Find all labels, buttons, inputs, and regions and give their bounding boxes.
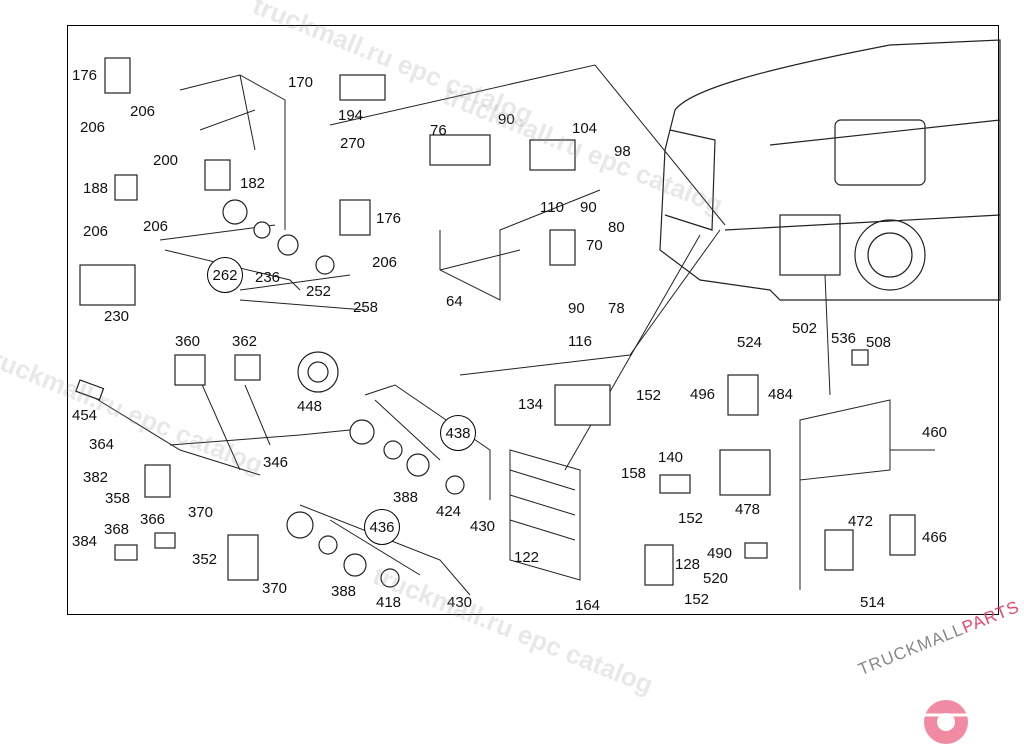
part-number-label: 164 [575,597,601,614]
part-shapes [75,57,916,588]
part-number-label: 388 [331,583,357,600]
part-number-label: 484 [768,386,794,403]
part-number-label: 76 [430,122,447,139]
part-number-label: 370 [262,580,288,597]
part-number-label: 430 [447,594,473,611]
part-number-label: 206 [80,119,106,136]
part-number-label: 176 [72,67,98,84]
part-number-label: 472 [848,513,874,530]
part-number-label: 520 [703,570,729,587]
part-number-label: 170 [288,74,314,91]
part-number-label: 496 [690,386,716,403]
part-number-label: 140 [658,449,684,466]
part-number-label: 366 [140,511,166,528]
truckmall-parts-logo: TRUCKMALLPARTS [856,597,1022,750]
part-number-label: 90 [568,300,585,317]
part-number-label: 508 [866,334,892,351]
connection-lines [89,64,935,596]
circled-part-number: 438 [440,415,476,451]
part-number-label: 358 [105,490,131,507]
part-number-label: 188 [83,180,109,197]
part-number-label: 388 [393,489,419,506]
part-number-label: 370 [188,504,214,521]
part-number-label: 236 [255,269,281,286]
part-number-label: 104 [572,120,598,137]
circled-part-number: 262 [207,257,243,293]
part-number-label: 364 [89,436,115,453]
part-number-label: 382 [83,469,109,486]
part-number-label: 424 [436,503,462,520]
part-number-label: 258 [353,299,379,316]
gear-icon [918,700,974,744]
part-number-label: 206 [143,218,169,235]
part-number-label: 252 [306,283,332,300]
part-number-label: 230 [104,308,130,325]
part-number-label: 418 [376,594,402,611]
part-number-label: 478 [735,501,761,518]
part-number-label: 460 [922,424,948,441]
part-number-label: 200 [153,152,179,169]
part-number-label: 368 [104,521,130,538]
bus-outline [659,39,1001,301]
part-number-label: 270 [340,135,366,152]
part-number-label: 90 [580,199,597,216]
part-number-label: 206 [372,254,398,271]
part-number-label: 194 [338,107,364,124]
part-number-label: 514 [860,594,886,611]
circled-part-number: 436 [364,509,400,545]
part-number-label: 502 [792,320,818,337]
part-number-label: 490 [707,545,733,562]
part-number-label: 454 [72,407,98,424]
part-number-label: 466 [922,529,948,546]
part-number-label: 80 [608,219,625,236]
part-number-label: 346 [263,454,289,471]
part-number-label: 206 [83,223,109,240]
part-number-label: 152 [678,510,704,527]
diagram-frame [67,25,999,615]
part-number-label: 122 [514,549,540,566]
part-number-label: 90 [498,111,515,128]
part-number-label: 536 [831,330,857,347]
part-number-label: 430 [470,518,496,535]
part-number-label: 362 [232,333,258,350]
part-number-label: 360 [175,333,201,350]
part-number-label: 448 [297,398,323,415]
part-number-label: 70 [586,237,603,254]
part-number-label: 78 [608,300,625,317]
part-number-label: 524 [737,334,763,351]
part-number-label: 352 [192,551,218,568]
part-number-label: 98 [614,143,631,160]
part-number-label: 206 [130,103,156,120]
part-number-label: 182 [240,175,266,192]
part-number-label: 158 [621,465,647,482]
part-number-label: 384 [72,533,98,550]
part-number-label: 110 [540,199,564,216]
part-number-label: 152 [684,591,710,608]
part-number-label: 152 [636,387,662,404]
part-number-label: 134 [518,396,544,413]
part-number-label: 116 [568,333,592,350]
part-number-label: 64 [446,293,463,310]
part-number-label: 176 [376,210,402,227]
part-number-label: 128 [675,556,701,573]
